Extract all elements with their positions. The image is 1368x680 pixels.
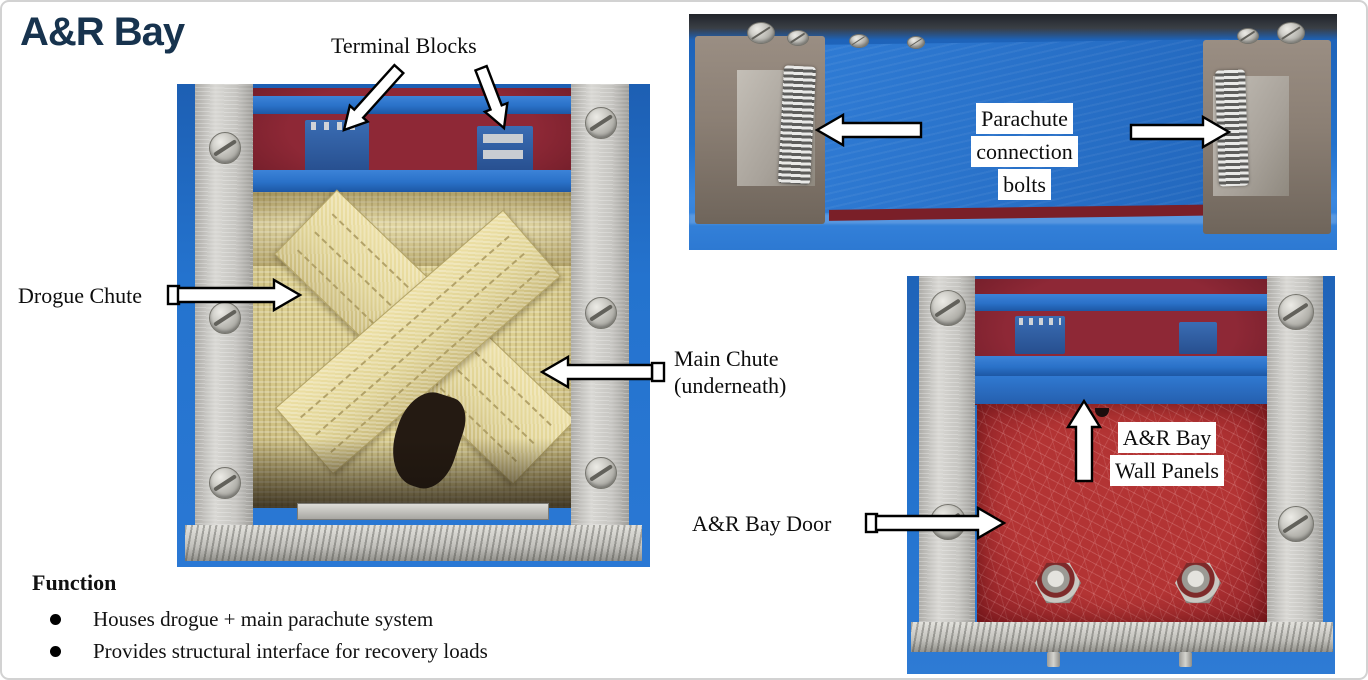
list-item: Houses drogue + main parachute system bbox=[50, 603, 488, 635]
bullet-text: Houses drogue + main parachute system bbox=[93, 606, 434, 631]
top-screw bbox=[907, 36, 925, 49]
shelf-top-bar bbox=[963, 294, 1279, 311]
label-text: Drogue Chute bbox=[18, 283, 143, 308]
avionics-shelf-top-bar bbox=[239, 96, 579, 114]
bullet-text: Provides structural interface for recove… bbox=[93, 638, 488, 663]
main-chute-arrow-tail-box bbox=[650, 361, 666, 383]
terminal-contacts bbox=[483, 134, 523, 164]
list-item: Provides structural interface for recove… bbox=[50, 635, 488, 667]
base-metal-plate bbox=[297, 503, 549, 520]
rail-screw bbox=[585, 457, 617, 489]
rail-screw bbox=[209, 132, 241, 164]
top-screw bbox=[1277, 22, 1305, 44]
door-bolt bbox=[1035, 562, 1081, 604]
kevlar-chute-area bbox=[245, 189, 576, 508]
terminal-pins bbox=[311, 122, 363, 130]
rail-screw bbox=[209, 302, 241, 334]
label-parachute-bolts: Parachute connection bolts bbox=[937, 102, 1112, 201]
shelf-angled-panel bbox=[969, 376, 1273, 404]
photo-bay-door bbox=[907, 276, 1335, 674]
rail-screw bbox=[585, 107, 617, 139]
label-drogue-chute: Drogue Chute bbox=[18, 282, 142, 309]
cavity-shadow bbox=[245, 438, 575, 508]
avionics-shelf-bottom-bar bbox=[239, 170, 579, 192]
label-line-1: Main Chute bbox=[674, 346, 779, 371]
label-line-1: Parachute bbox=[976, 103, 1073, 134]
label-line-2: connection bbox=[971, 136, 1078, 167]
right-spring-bolt bbox=[1214, 69, 1250, 187]
bullet-dot bbox=[50, 613, 61, 625]
label-bay-door: A&R Bay Door bbox=[692, 510, 831, 537]
label-text: A&R Bay Door bbox=[692, 511, 832, 536]
bay-door-arrow-tail-box bbox=[864, 512, 879, 534]
shelf-bottom-bar bbox=[963, 356, 1279, 376]
small-terminal-right bbox=[1179, 322, 1217, 354]
rail-screw bbox=[1278, 294, 1314, 330]
door-vent-hole bbox=[1095, 408, 1109, 417]
rail-stud bbox=[1047, 652, 1060, 667]
label-line-1: A&R Bay bbox=[1117, 422, 1217, 453]
label-wall-panels: A&R Bay Wall Panels bbox=[1092, 421, 1242, 487]
floor-highlight bbox=[689, 214, 1337, 224]
page-title: A&R Bay bbox=[20, 10, 185, 54]
function-bullets: Houses drogue + main parachute system Pr… bbox=[50, 603, 488, 667]
door-bolt bbox=[1175, 562, 1221, 604]
label-main-chute: Main Chute (underneath) bbox=[674, 345, 786, 399]
function-heading: Function bbox=[32, 570, 117, 595]
top-screw bbox=[849, 34, 869, 48]
terminal-block-right bbox=[477, 126, 533, 172]
label-text: Terminal Blocks bbox=[331, 33, 477, 58]
label-line-2: (underneath) bbox=[674, 373, 787, 398]
top-screw bbox=[747, 22, 775, 44]
left-spring-bolt bbox=[777, 65, 817, 185]
rail-screw bbox=[1278, 506, 1314, 542]
label-terminal-blocks: Terminal Blocks bbox=[331, 32, 477, 59]
small-terminal-left bbox=[1015, 316, 1065, 354]
left-aluminum-rail bbox=[919, 276, 975, 626]
top-screw bbox=[787, 30, 809, 46]
photo-parachute-bay bbox=[177, 84, 650, 567]
rail-stud bbox=[1179, 652, 1192, 667]
right-aluminum-rail bbox=[1267, 276, 1323, 626]
rail-screw bbox=[209, 467, 241, 499]
label-line-3: bolts bbox=[998, 169, 1051, 200]
rail-screw bbox=[585, 297, 617, 329]
rail-screw bbox=[930, 504, 966, 540]
bottom-aluminum-rail bbox=[911, 622, 1333, 652]
label-line-2: Wall Panels bbox=[1110, 455, 1224, 486]
bottom-aluminum-rail bbox=[185, 525, 642, 561]
bullet-dot bbox=[50, 645, 61, 657]
terminal-pins bbox=[1019, 318, 1061, 325]
rail-screw bbox=[930, 290, 966, 326]
top-screw bbox=[1237, 28, 1259, 44]
terminal-block-left bbox=[305, 120, 369, 172]
